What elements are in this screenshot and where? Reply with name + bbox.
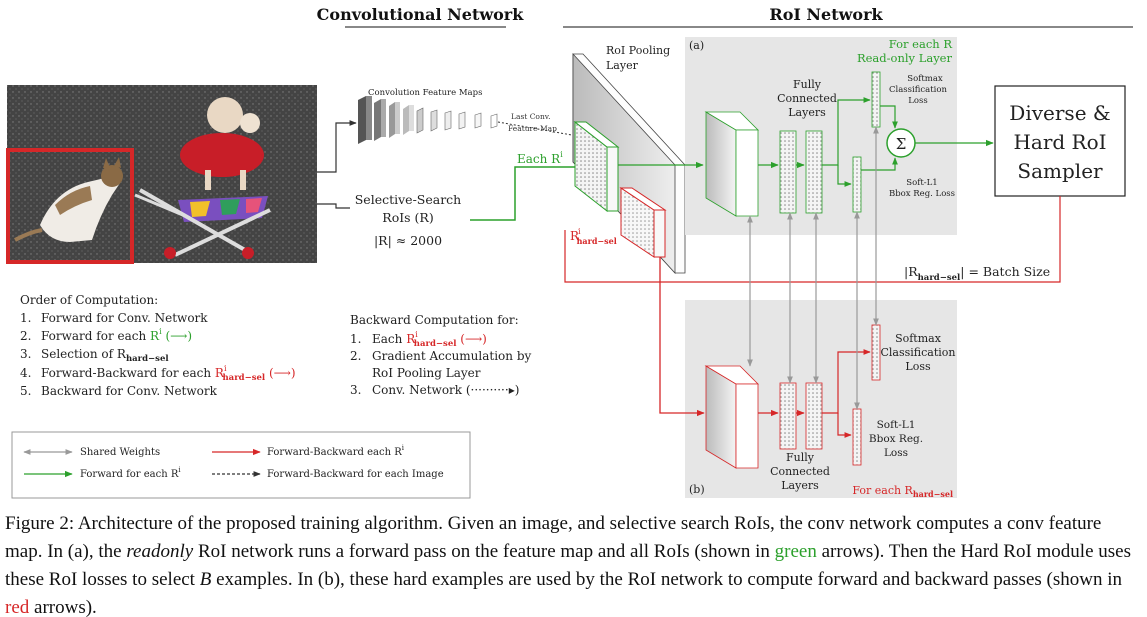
legend-forward-each: Forward for each Ri (80, 466, 181, 480)
legend-shared: Shared Weights (80, 447, 160, 458)
roi-network-title: RoI Network (769, 5, 883, 24)
last-conv-label-2: Feature Map (508, 124, 557, 133)
panel-a-softmax-2: Classification (889, 85, 947, 95)
caption-red-word: red (5, 597, 30, 617)
sampler-line1: Diverse & (1009, 101, 1110, 125)
panel-b: (b) For each Rhard−sel Fully Connected L… (659, 257, 957, 499)
caption-part-3: arrows). Then the Hard RoI module uses t… (5, 541, 1131, 590)
panel-b-softmax-3: Loss (905, 360, 931, 373)
legend-fb-image: Forward-Backward for each Image (267, 469, 444, 480)
order-of-computation: Order of Computation: 1.Forward for Conv… (20, 293, 296, 398)
conv-feature-maps: Convolution Feature Maps Last Conv. Feat… (358, 88, 601, 144)
panel-a-fc-3: Layers (788, 106, 826, 119)
sigma-symbol: Σ (896, 135, 907, 153)
panel-b-tag: (b) (689, 483, 705, 496)
batch-size-label: |Rhard−sel| = Batch Size (904, 264, 1050, 283)
panel-b-fc-1: Fully (786, 451, 815, 464)
order-item-3: 3.Selection of Rhard−sel (20, 347, 169, 364)
conv-network-title: Convolutional Network (317, 5, 525, 24)
panel-b-footer: For each Rhard−sel (852, 484, 953, 499)
backward-item-3: 3.Conv. Network (··········▸) (350, 383, 519, 397)
panel-b-bbox-1: Soft-L1 (877, 419, 916, 431)
legend-fb-each: Forward-Backward each Ri (267, 444, 405, 458)
selective-search: Selective-Search RoIs (R) |R| ≈ 2000 (355, 192, 462, 248)
selective-search-line1: Selective-Search (355, 192, 462, 207)
cat-roi-box (6, 148, 134, 264)
panel-a-fc-layer-2 (805, 130, 823, 214)
panel-b-fc-layer-1 (779, 382, 797, 450)
backward-item-2: 2.Gradient Accumulation by (350, 349, 532, 363)
backward-item-2b: RoI Pooling Layer (372, 366, 481, 380)
each-r-label: Each Ri (517, 150, 563, 166)
panel-b-softmax-bar (871, 324, 881, 381)
conv-feature-maps-label: Convolution Feature Maps (368, 88, 482, 98)
panel-b-softmax-2: Classification (880, 346, 955, 359)
roi-pooling-label-1: RoI Pooling (606, 44, 670, 57)
panel-b-softmax-1: Softmax (895, 332, 942, 345)
hard-roi-sampler: Diverse & Hard RoI Sampler (994, 85, 1126, 197)
roi-network-header: RoI Network (563, 5, 1133, 28)
panel-a-softmax-1: Softmax (907, 74, 943, 84)
panel-a-fc-1: Fully (793, 78, 822, 91)
conv-network-header: Convolutional Network (317, 5, 525, 28)
panel-a-softmax-3: Loss (908, 96, 928, 106)
caption-b-variable: B (199, 569, 212, 590)
panel-b-fc-layer-2 (805, 382, 823, 450)
caption-green-word: green (774, 541, 817, 562)
order-item-2: 2.Forward for each Ri (⟶) (20, 327, 192, 343)
panel-b-bbox-bar (852, 408, 862, 466)
caption-part-1: Figure 2: Architecture of the proposed t… (5, 513, 1102, 562)
backward-title: Backward Computation for: (350, 313, 519, 327)
roi-pooling-layer: RoI Pooling Layer (572, 44, 686, 275)
sampler-line2: Hard RoI (1013, 130, 1106, 154)
panel-b-bbox-3: Loss (884, 447, 908, 459)
caption-part-2: RoI network runs a forward pass on the f… (193, 541, 775, 562)
caption-readonly: readonly (126, 541, 194, 562)
roi-pooling-label-2: Layer (606, 59, 639, 72)
shared-weights-links (747, 126, 879, 410)
caption-part-4: examples. In (b), these hard examples ar… (211, 569, 1122, 590)
order-title: Order of Computation: (20, 293, 158, 307)
figure-caption: Figure 2: Architecture of the proposed t… (5, 510, 1141, 617)
order-item-1: 1.Forward for Conv. Network (20, 311, 208, 325)
order-item-5: 5.Backward for Conv. Network (20, 384, 218, 398)
panel-b-fc-2: Connected (770, 465, 830, 478)
legend: Shared Weights Forward for each Ri Forwa… (11, 431, 471, 499)
panel-a-title-2: Read-only Layer (857, 51, 953, 65)
panel-a-fc-2: Connected (777, 92, 837, 105)
panel-a-softmax-bar (871, 71, 881, 128)
panel-b-fc-3: Layers (781, 479, 819, 492)
panel-a-tag: (a) (689, 39, 704, 52)
panel-a-title-1: For each R (889, 37, 953, 51)
selective-search-line3: |R| ≈ 2000 (374, 233, 442, 248)
panel-a: (a) For each R Read-only Layer Fully Con… (618, 37, 994, 235)
panel-a-bbox-1: Soft-L1 (906, 178, 937, 188)
conv-layer-stack (358, 96, 498, 144)
last-conv-label-1: Last Conv. (511, 112, 551, 121)
selective-search-line2: RoIs (R) (382, 210, 433, 225)
panel-a-fc-layer-1 (779, 130, 797, 214)
sampler-line3: Sampler (1017, 159, 1103, 183)
architecture-diagram: Convolutional Network RoI Network (6, 5, 1133, 499)
panel-a-bbox-2: Bbox Reg. Loss (889, 189, 955, 199)
panel-b-bbox-2: Bbox Reg. (869, 433, 923, 445)
input-image (6, 85, 317, 264)
caption-part-5: arrows). (29, 597, 97, 617)
panel-a-bbox-bar (852, 156, 862, 213)
